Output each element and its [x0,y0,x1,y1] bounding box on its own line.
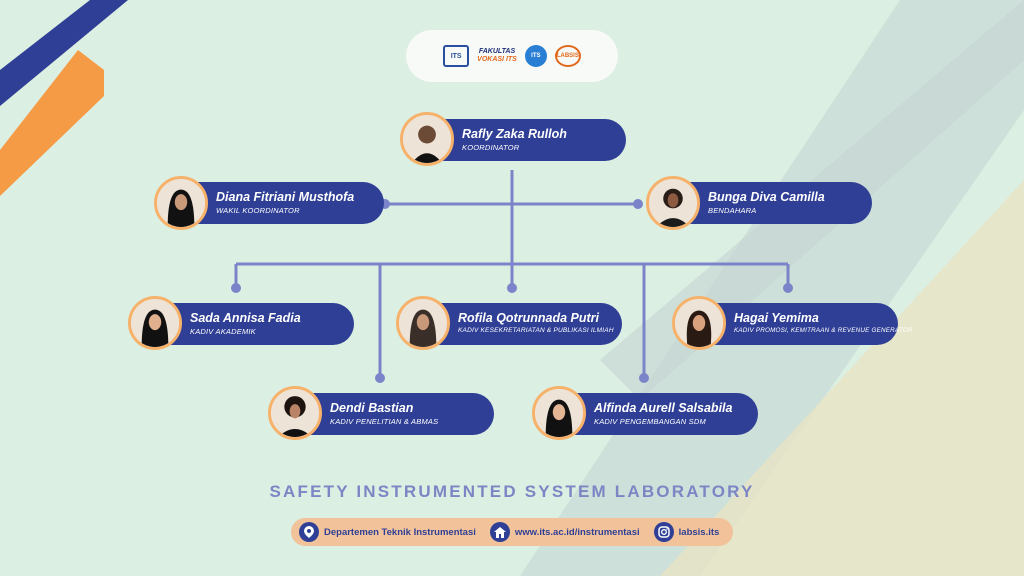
member-card-promotion: Hagai Yemima KADIV PROMOSI, KEMITRAAN & … [700,303,912,345]
member-name: Rafly Zaka Rulloh [462,127,567,141]
avatar [532,386,586,440]
avatar [646,176,700,230]
member-card-academic: Sada Annisa Fadia KADIV AKADEMIK [156,303,354,345]
home-icon [489,522,510,542]
member-name: Alfinda Aurell Salsabila [594,401,733,415]
lab-title: SAFETY INSTRUMENTED SYSTEM LABORATORY [269,482,755,501]
member-name: Diana Fitriani Musthofa [216,190,355,204]
avatar [396,296,450,350]
member-card-vice-coordinator: Diana Fitriani Musthofa WAKIL KOORDINATO… [182,182,384,224]
website-link[interactable]: www.its.ac.id/instrumentasi [489,522,640,542]
member-card-hr: Alfinda Aurell Salsabila KADIV PENGEMBAN… [560,393,758,435]
avatar [672,296,726,350]
member-role: KADIV PROMOSI, KEMITRAAN & REVENUE GENER… [734,327,913,334]
member-card-secretariat: Rofila Qotrunnada Putri KADIV KESEKRETAR… [424,303,622,345]
instagram-link[interactable]: labsis.its [653,522,720,542]
member-card-treasurer: Bunga Diva Camilla BENDAHARA [674,182,872,224]
website-text: www.its.ac.id/instrumentasi [514,526,640,538]
contact-footer: Departemen Teknik Instrumentasi www.its.… [291,518,733,546]
member-name: Rofila Qotrunnada Putri [458,311,599,325]
avatar [268,386,322,440]
avatar [128,296,182,350]
avatar [154,176,208,230]
its-logo: ITS [443,45,470,67]
member-name: Bunga Diva Camilla [708,190,825,204]
instagram-icon [653,522,674,542]
instagram-text: labsis.its [678,526,720,538]
member-role: KADIV PENELITIAN & ABMAS [330,417,439,426]
member-role: KADIV AKADEMIK [190,327,256,336]
member-card-research: Dendi Bastian KADIV PENELITIAN & ABMAS [296,393,494,435]
member-role: KADIV PENGEMBANGAN SDM [594,417,706,426]
blue-stripe [0,0,128,106]
member-role: BENDAHARA [708,206,757,215]
orange-stripe [0,50,104,196]
instrumentation-logo: ITS [524,45,547,67]
department-text: Departemen Teknik Instrumentasi [324,526,476,538]
location-pin-icon [299,522,319,542]
member-role: WAKIL KOORDINATOR [216,206,300,215]
member-name: Sada Annisa Fadia [190,311,301,325]
department-link[interactable]: Departemen Teknik Instrumentasi [299,522,476,542]
labsis-logo: LABSIS [554,45,581,67]
avatar [400,112,454,166]
member-name: Dendi Bastian [330,401,414,415]
member-card-coordinator: Rafly Zaka Rulloh KOORDINATOR [428,119,626,161]
member-role: KADIV KESEKRETARIATAN & PUBLIKASI ILMIAH [458,327,614,334]
member-name: Hagai Yemima [734,311,819,325]
cream-band [660,180,1024,576]
member-role: KOORDINATOR [462,143,520,152]
